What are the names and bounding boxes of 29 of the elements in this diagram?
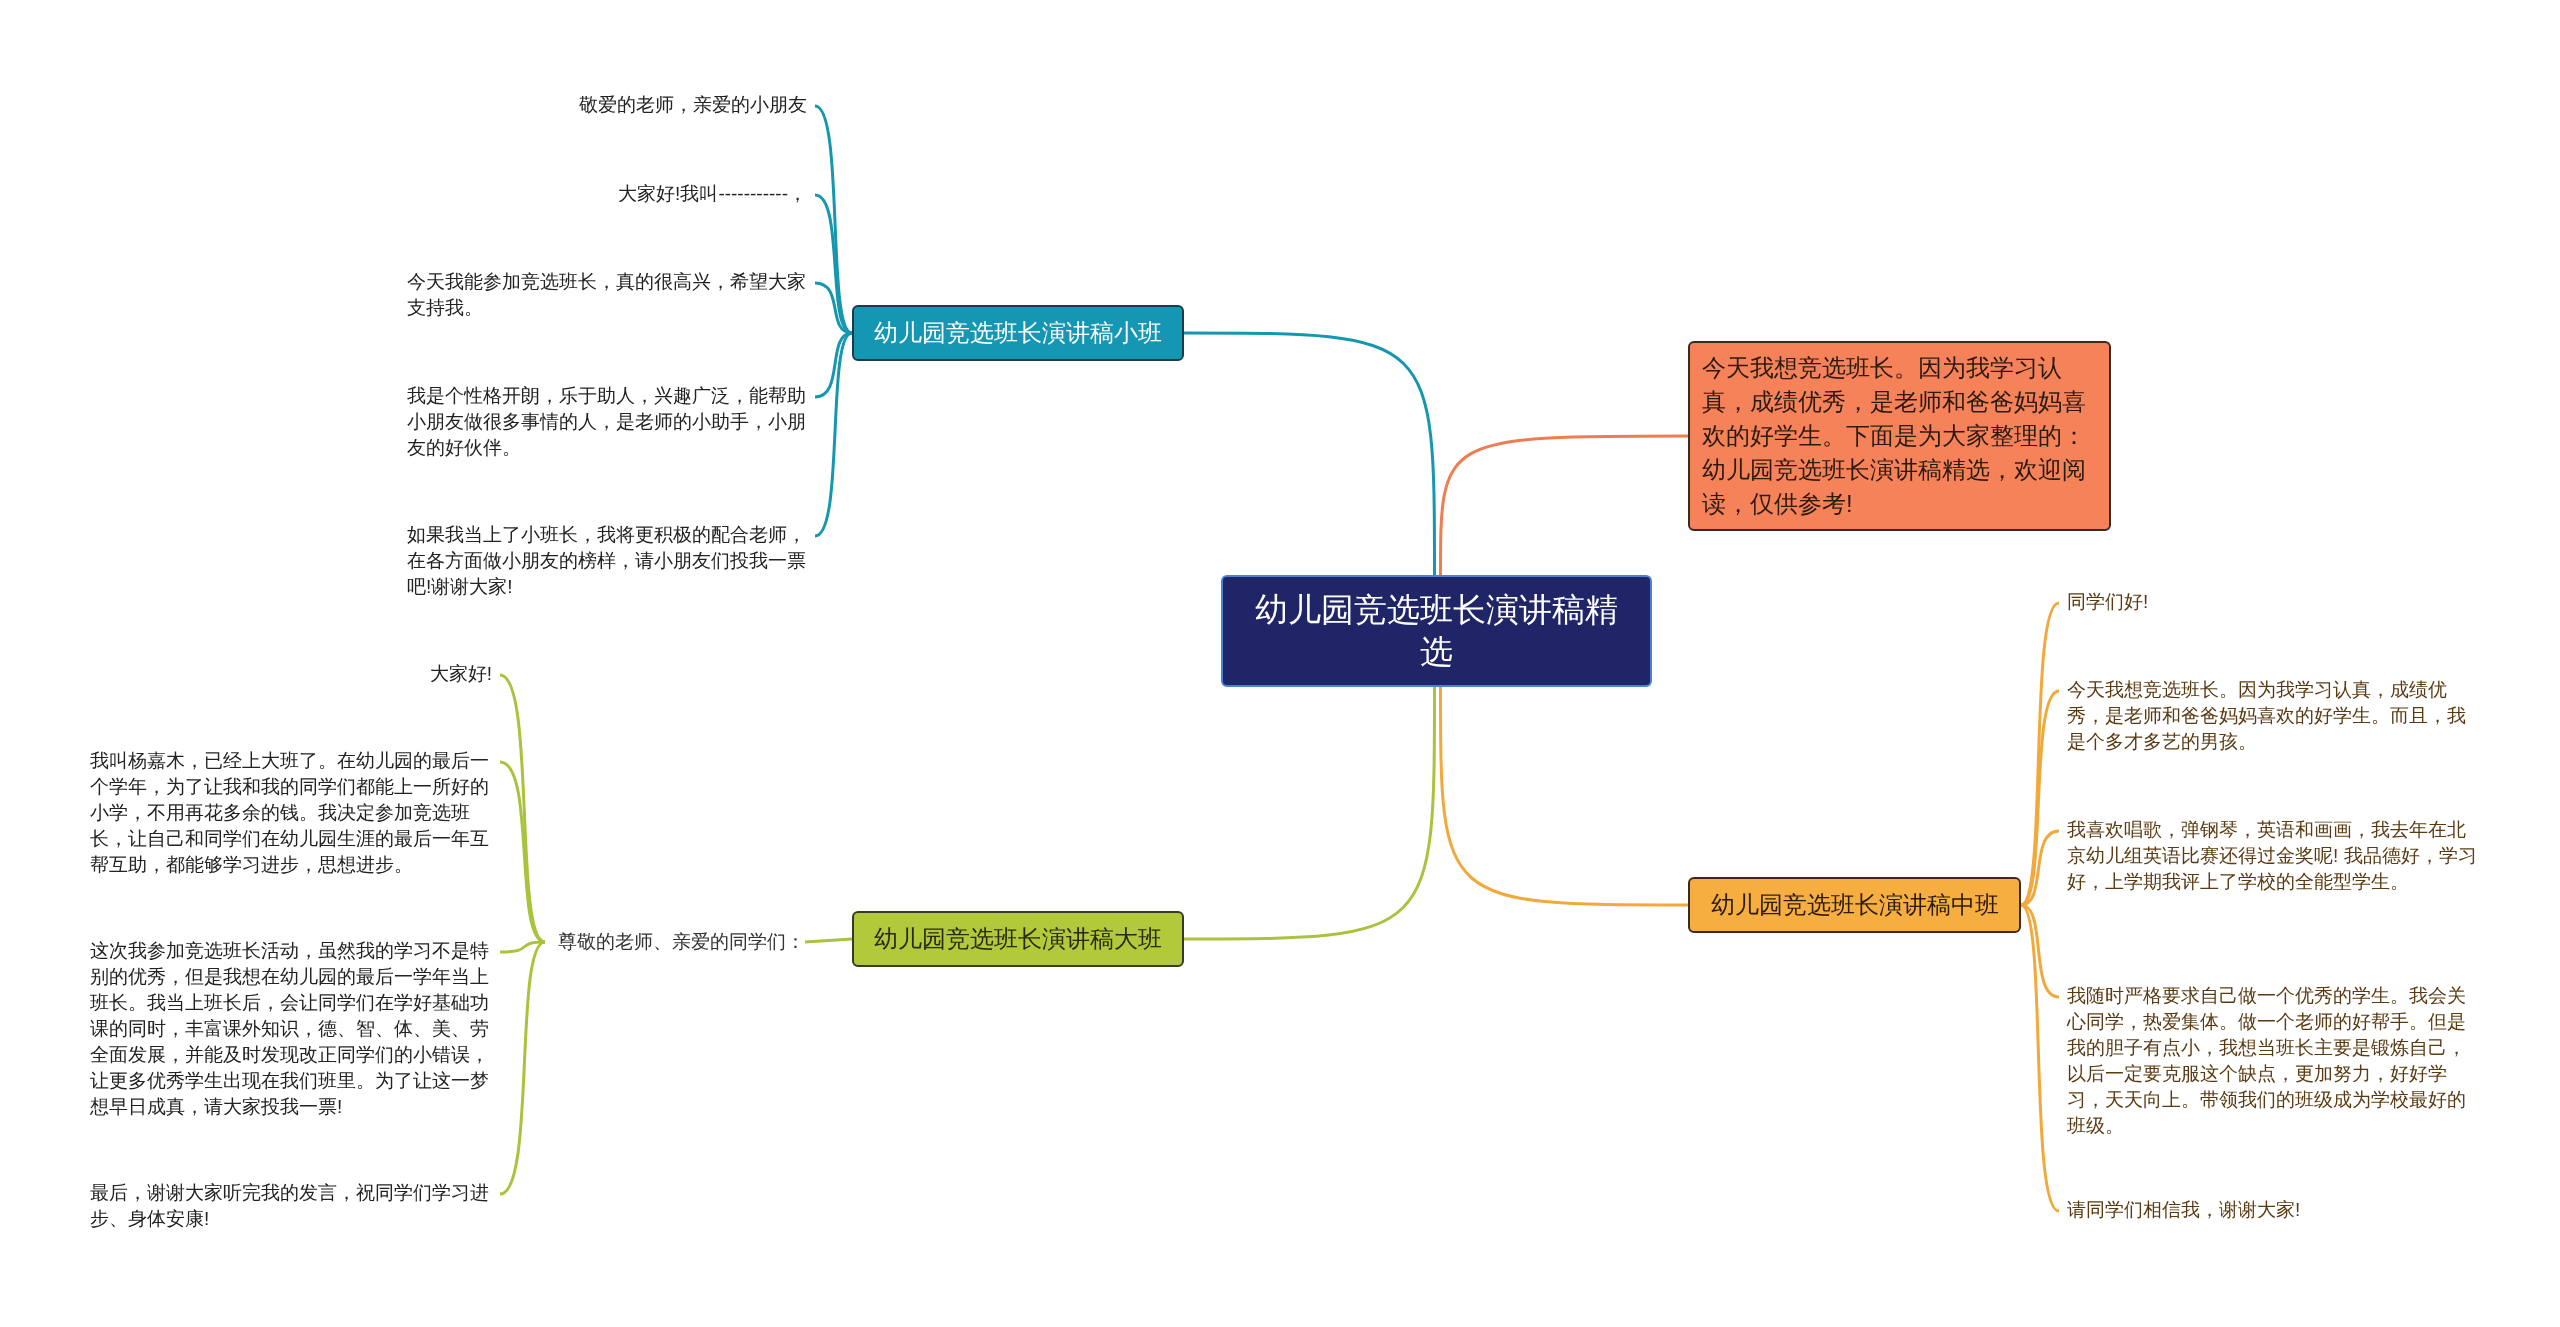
connector-line bbox=[804, 937, 853, 944]
leaf-text: 敬爱的老师，亲爱的小朋友 bbox=[407, 92, 807, 118]
subtopic-text: 尊敬的老师、亲爱的同学们： bbox=[545, 928, 805, 956]
leaf-text: 如果我当上了小班长，我将更积极的配合老师，在各方面做小朋友的榜样，请小朋友们投我一票吧!谢谢大家! bbox=[407, 522, 807, 600]
branch-topic: 幼儿园竞选班长演讲稿中班 bbox=[1688, 877, 2021, 933]
leaf-text: 最后，谢谢大家听完我的发言，祝同学们学习进步、身体安康! bbox=[90, 1180, 492, 1232]
connector-line bbox=[1184, 331, 1436, 575]
leaf-text: 大家好!我叫-----------， bbox=[407, 181, 807, 207]
leaf-text: 我随时严格要求自己做一个优秀的学生。我会关心同学，热爱集体。做一个老师的好帮手。但是我的胆子有点小，我想当班长主要是锻炼自己，以后一定要克服这个缺点，更加努力，好好学习，天天向上。带领我们的班级成为学校最好的班级。 bbox=[2067, 983, 2477, 1139]
leaf-text: 同学们好! bbox=[2067, 589, 2477, 615]
leaf-text: 大家好! bbox=[90, 661, 492, 687]
leaf-text: 今天我想竞选班长。因为我学习认真，成绩优秀，是老师和爸爸妈妈喜欢的好学生。而且，我是个多才多艺的男孩。 bbox=[2067, 677, 2477, 755]
connector-line bbox=[1439, 687, 1688, 907]
branch-topic: 幼儿园竞选班长演讲稿小班 bbox=[852, 305, 1184, 361]
leaf-text: 我是个性格开朗，乐于助人，兴趣广泛，能帮助小朋友做很多事情的人，是老师的小助手，小朋友的好伙伴。 bbox=[407, 383, 807, 461]
branch-topic: 幼儿园竞选班长演讲稿大班 bbox=[852, 911, 1184, 967]
connector-line bbox=[1184, 687, 1436, 941]
connector-line bbox=[499, 940, 546, 1196]
summary-box: 今天我想竞选班长。因为我学习认真，成绩优秀，是老师和爸爸妈妈喜欢的好学生。下面是为大家整理的：幼儿园竞选班长演讲稿精选，欢迎阅读，仅供参考! bbox=[1688, 341, 2111, 531]
connector-line bbox=[1439, 434, 1688, 575]
central-topic: 幼儿园竞选班长演讲稿精选 bbox=[1221, 575, 1652, 687]
connector-line bbox=[814, 331, 853, 538]
leaf-text: 我喜欢唱歌，弹钢琴，英语和画画，我去年在北京幼儿组英语比赛还得过金奖呢! 我品德好，学习好，上学期我评上了学校的全能型学生。 bbox=[2067, 817, 2477, 895]
connector-line bbox=[2019, 903, 2060, 1213]
leaf-text: 我叫杨嘉木，已经上大班了。在幼儿园的最后一个学年，为了让我和我的同学们都能上一所好的小学，不用再花多余的钱。我决定参加竞选班长，让自己和同学们在幼儿园生涯的最后一年互帮互助，都能够学习进步，思想进步。 bbox=[90, 748, 492, 878]
leaf-text: 请同学们相信我，谢谢大家! bbox=[2067, 1197, 2477, 1223]
leaf-text: 这次我参加竞选班长活动，虽然我的学习不是特别的优秀，但是我想在幼儿园的最后一学年当上班长。我当上班长后，会让同学们在学好基础功课的同时，丰富课外知识，德、智、体、美、劳全面发展，并能及时发现改正同学们的小错误，让更多优秀学生出现在我们班里。为了让这一梦想早日成真，请大家投我一票! bbox=[90, 938, 492, 1120]
connector-line bbox=[499, 760, 546, 944]
leaf-text: 今天我能参加竞选班长，真的很高兴，希望大家支持我。 bbox=[407, 269, 807, 321]
